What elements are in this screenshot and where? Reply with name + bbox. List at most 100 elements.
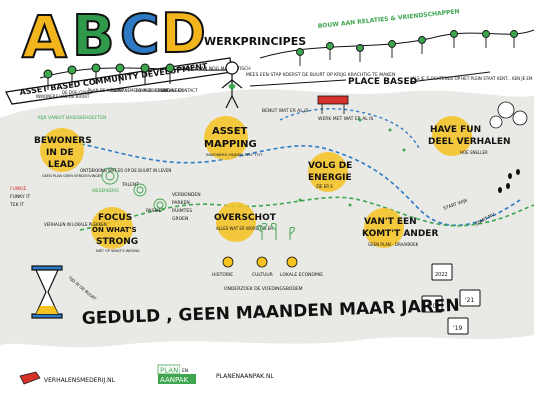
hourglass-icon	[31, 265, 63, 319]
grey-wash	[0, 89, 534, 348]
overschot-sub: ALLES WAT ER WORDT IS ER	[216, 226, 273, 231]
overschot-title: OVERSCHOT	[214, 213, 277, 223]
passie-note: PASSIE	[146, 208, 162, 214]
footer-left-logo	[19, 371, 41, 385]
central-person	[221, 61, 243, 109]
volg-line-1: VOLG DE	[308, 161, 352, 171]
asset-sub: INWONERS VINDEN ZELF TOT	[206, 152, 263, 157]
focus-line-3: STRONG	[96, 237, 138, 247]
place-based-line-2	[409, 71, 491, 83]
place-based-line	[249, 79, 347, 87]
footer-right-site: PLANENAANPAK.NL	[216, 373, 275, 380]
verbonden-note: VERBONDEN	[172, 192, 201, 198]
werkprincipes-label: WERKPRINCIPES	[204, 35, 306, 48]
calendar-text-20: '20	[427, 303, 436, 310]
bewoners-circle	[40, 128, 84, 172]
calendar-19	[447, 317, 469, 335]
funky-note: FUNKY IT	[10, 194, 31, 200]
letter-b: B	[72, 4, 115, 69]
sprouts-icon	[257, 223, 295, 240]
logo-aanpak: AANPAK	[160, 376, 189, 384]
footprints	[498, 169, 520, 193]
talent-note: TALENT	[121, 182, 139, 188]
volg-line-2: ENERGIE	[308, 173, 352, 183]
letter-c: C	[120, 3, 160, 66]
spiral-cluster	[101, 167, 167, 212]
havefun-line-2: DEEL VERHALEN	[428, 137, 511, 147]
speech-bubbles-icon	[489, 101, 528, 129]
calendar-21	[459, 289, 481, 307]
plan-en-aanpak-logo	[157, 364, 196, 384]
place-based-label: PLACE BASED	[348, 77, 417, 87]
calendar-2022	[431, 263, 453, 281]
historie-note: HISTORIE	[212, 272, 233, 278]
werk-met-note: WERK MET WAT ER AL IS	[318, 116, 374, 122]
top-people-labels: INWONERS VAN DE BUURT DE DOE-GROEP PLAN …	[36, 88, 198, 99]
roots-cluster	[222, 256, 298, 268]
onderzoek-note: ONDERZOEK DE VOEDINGSBODEM	[224, 286, 303, 292]
focus-sub: NIET OP WHAT'S WRONG	[96, 249, 140, 253]
vanteen-line-1: VAN'T EEN	[364, 217, 417, 227]
top-rope	[39, 67, 231, 79]
decor-dots	[298, 118, 406, 207]
logo-plan: PLAN	[160, 367, 178, 375]
lokale-note: LOKALE ECONOMIE	[280, 272, 323, 278]
ruimtes-note: RUIMTES	[172, 208, 192, 214]
volg-sub: ZIE ER S	[316, 184, 333, 189]
overschot-circle	[216, 202, 256, 242]
asset-line-1: ASSET	[212, 126, 248, 137]
pa-note: PARKEN	[172, 200, 190, 206]
restaurant-note: VERHALEN IN LOKALE PLEKKEN	[44, 222, 107, 227]
calendar-text-19: '19	[453, 325, 462, 332]
funkie-note: FUNKIE	[10, 186, 27, 192]
vanteen-circle	[364, 208, 404, 248]
havefun-line-1: HAVE FUN	[430, 125, 481, 135]
note-mens: MEES EEN STAP KOERST DE BUURT OP KRIJG K…	[246, 72, 395, 78]
asset-circle	[204, 116, 248, 160]
focus-line-1: FOCUS	[98, 213, 132, 223]
letter-a: A	[22, 3, 67, 71]
volg-circle	[308, 152, 348, 192]
people-label-1: INWONERS VAN DE BUURT	[36, 94, 90, 99]
abcd-title: A B C D	[21, 1, 207, 72]
path-green	[79, 196, 534, 231]
logo-en: EN	[182, 368, 188, 374]
bouw-banner: BOUW AAN RELATIES & VRIENDSCHAPPEN	[317, 8, 459, 30]
path-blue-2	[279, 108, 421, 151]
green-people-row	[296, 30, 518, 66]
vanteen-sub: GEEN PLAN - DRAAIBOEK	[368, 242, 419, 247]
right-rope	[259, 29, 534, 59]
havefun-circle	[432, 116, 472, 156]
people-label-2: DE DOE-GROEP	[62, 90, 94, 95]
ontdek-note: ONTDEKKING WAT ER OP DE BUURT IN LEVEN	[80, 168, 171, 173]
place-based-note: ALS JE 'S OCHTENDS OP HET PLEIN STAAT KE…	[412, 76, 533, 81]
wederkerig-note: WEDERKERIG	[92, 188, 119, 193]
kar-note: KIJK VANUIT BASISBEHOEFTEN	[38, 115, 106, 121]
note-focus-top: MAAK DE WIJ NOG MAGNETISCH	[178, 66, 251, 72]
footer-left-site: VERHALENSMEDERIJ.NL	[44, 377, 116, 384]
top-people	[43, 63, 175, 90]
focus-line-2: ON WHAT'S	[92, 226, 137, 234]
letter-d: D	[161, 2, 206, 65]
path-blue	[59, 139, 521, 226]
people-label-6: SOCIALE CONTACT	[160, 88, 198, 93]
bewoners-line-3: LEAD	[48, 160, 74, 170]
calendar-20	[421, 295, 443, 313]
people-label-4: ONDERNEMERS IN DE BUURT	[110, 88, 169, 93]
people-label-3: PLAN DE AANPAK	[88, 88, 123, 93]
calendars	[421, 263, 481, 335]
bewoners-line-2: IN DE	[46, 148, 74, 158]
bewoners-sub: GEEN PLAN GEEN VERDOOVINGEN	[42, 174, 103, 178]
right-top-note: BENUT WAT ER AL IS	[262, 108, 309, 114]
cultuur-note: CULTUUR	[252, 272, 273, 278]
focus-circle	[91, 207, 133, 249]
tekst-note: TEK IT	[9, 202, 24, 208]
groen-note: GROEN	[172, 216, 188, 222]
sign-icon	[317, 95, 349, 114]
calendar-text-2022: 2022	[435, 272, 448, 278]
bewoners-line-1: BEWONERS	[34, 136, 92, 146]
vanteen-line-2: KOMT'T ANDER	[362, 229, 438, 239]
calendar-text-21: '21	[465, 297, 474, 304]
